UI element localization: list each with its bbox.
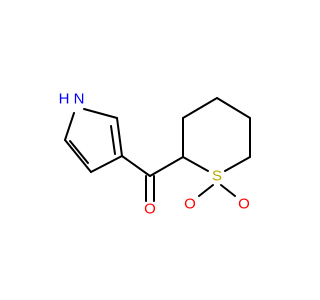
bond-c6-s <box>224 156 251 172</box>
bond-s-o2 <box>220 184 236 197</box>
bond-s-o1 <box>198 184 214 197</box>
thiane-dioxide-ring <box>182 97 251 197</box>
atom-h: H <box>59 91 70 108</box>
atom-sulfonyl-o2: O <box>238 196 250 213</box>
bond-c5-n1 <box>64 112 75 141</box>
atom-n: N <box>74 91 85 108</box>
bond-c3-c4 <box>90 155 123 173</box>
bond-s-c2 <box>182 156 209 172</box>
bond-c2-c3 <box>116 117 123 157</box>
atom-carbonyl-o: O <box>144 201 156 218</box>
molecule-structure: H N O S O O <box>59 91 251 218</box>
bond-c3-c4thiane <box>182 97 218 119</box>
bond-c4-c5-inner <box>69 140 89 164</box>
bond-c4-c5thiane <box>216 97 251 119</box>
carbonyl-group <box>121 155 184 202</box>
bond-carbonyl-c2thiane <box>149 156 184 177</box>
bond-c3-carbonyl <box>121 155 151 177</box>
atom-s: S <box>212 168 222 185</box>
atom-sulfonyl-o1: O <box>184 196 196 213</box>
bond-c2-c3-inner <box>110 125 116 155</box>
atom-labels: H N O S O O <box>59 91 250 218</box>
pyrrole-ring <box>64 108 123 173</box>
bond-c4-c5 <box>64 139 92 173</box>
bond-n1-c2 <box>83 108 118 119</box>
